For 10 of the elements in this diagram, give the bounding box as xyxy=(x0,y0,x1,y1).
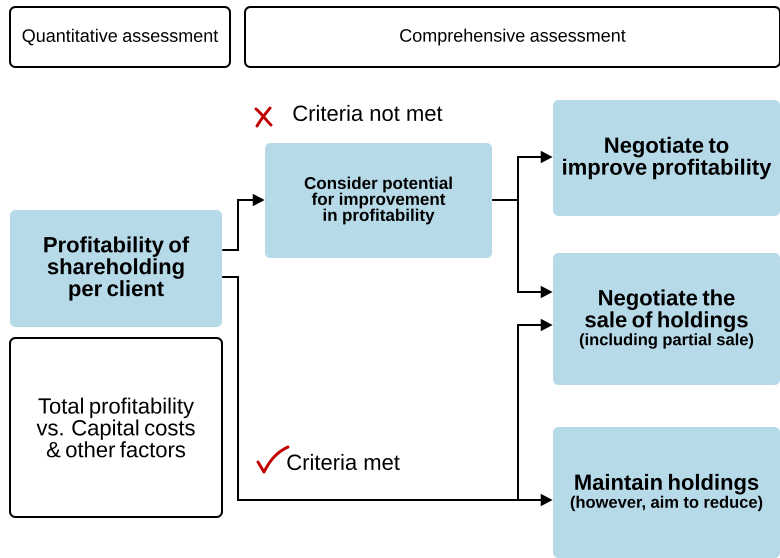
criteria-label: Criteria not met xyxy=(293,104,442,122)
criteria-label: Criteria met xyxy=(287,454,400,470)
label-box: Quantitative assessment xyxy=(9,6,231,68)
action-box: Profitability of shareholding per client xyxy=(10,210,222,327)
criteria-box: Total profitability vs. Capital costs & other factors xyxy=(9,337,223,518)
action-box: Maintain holdings (however, aim to reduce) xyxy=(553,427,780,558)
action-box: Consider potential for improvement in profitability xyxy=(265,143,492,258)
action-box: Negotiate to improve profitability xyxy=(553,100,780,216)
action-box: Negotiate the sale of holdings (including partial sale) xyxy=(553,253,780,385)
label-box: Comprehensive assessment xyxy=(244,6,780,68)
